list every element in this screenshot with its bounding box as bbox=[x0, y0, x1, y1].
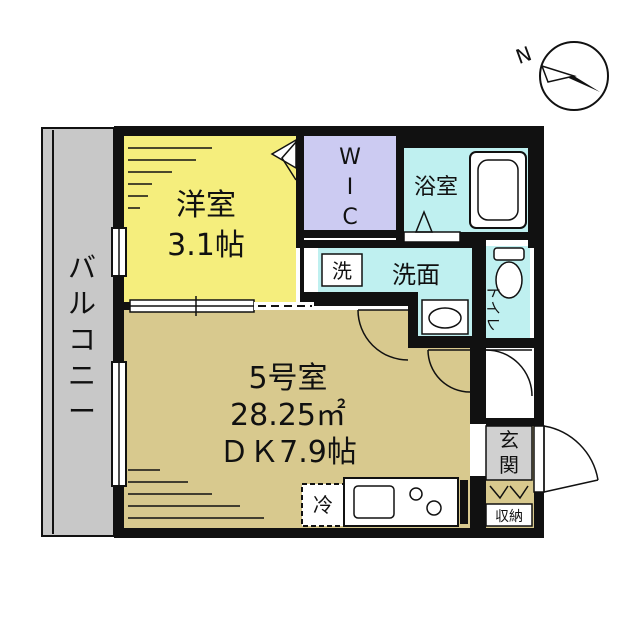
wall-wash-right bbox=[472, 240, 486, 348]
bath-name: 浴室 bbox=[414, 175, 458, 200]
western-room bbox=[124, 136, 296, 302]
entrance-label-box bbox=[485, 425, 533, 481]
wall-toilet-bottom bbox=[486, 338, 534, 348]
wall-bath-bottom bbox=[404, 232, 536, 240]
washer-label: 洗 bbox=[332, 259, 352, 283]
fridge-box bbox=[301, 483, 345, 527]
entrance-char-2: 関 bbox=[499, 453, 519, 477]
closet-corner-western bbox=[281, 141, 297, 181]
fridge-label: 冷 bbox=[313, 493, 333, 517]
balcony-char-3: コ bbox=[68, 323, 96, 356]
compass-needle-light bbox=[540, 64, 577, 83]
wall-wic-right bbox=[396, 136, 404, 240]
kitchen-sink bbox=[353, 485, 395, 519]
balcony-char-1: バ bbox=[68, 251, 96, 284]
storage-box bbox=[485, 503, 533, 527]
door-swing-toilet bbox=[485, 349, 533, 397]
wash-basin-bowl bbox=[428, 307, 462, 329]
washer-box bbox=[321, 253, 363, 287]
kitchen-lines bbox=[128, 469, 264, 519]
storage-label: 収納 bbox=[495, 509, 523, 525]
main-room-name: 5号室 bbox=[248, 361, 327, 396]
wic-letter-i: I bbox=[347, 175, 354, 200]
toilet-char-3: レ bbox=[484, 316, 502, 331]
door-swing-entrance-hall bbox=[427, 349, 471, 393]
door-swing-front bbox=[533, 425, 599, 493]
wall-western-right-lower bbox=[300, 248, 304, 304]
toilet-tank bbox=[493, 247, 525, 261]
kitchen-panel bbox=[460, 480, 468, 524]
washroom-name: 洗面 bbox=[392, 261, 440, 289]
stove-burner-2 bbox=[426, 500, 442, 516]
balcony-char-5: ー bbox=[68, 395, 96, 428]
balcony-char-4: ニ bbox=[68, 359, 96, 392]
wall-top-right bbox=[528, 126, 544, 248]
wall-bath-top bbox=[404, 136, 528, 148]
wic-room bbox=[304, 136, 396, 230]
bath-door-mark bbox=[414, 209, 434, 233]
wall-right-lower bbox=[534, 492, 544, 538]
bath-door bbox=[403, 231, 461, 243]
wic-letter-w: W bbox=[339, 145, 361, 170]
stove-burner-1 bbox=[409, 487, 423, 501]
storage-doors bbox=[489, 485, 529, 500]
wall-entrance-bottom-left bbox=[470, 476, 486, 528]
wall-entrance-top bbox=[486, 418, 534, 426]
western-room-name: 洋室 bbox=[176, 188, 236, 223]
main-room-size: ＤＫ7.9帖 bbox=[219, 435, 357, 470]
compass-north: N bbox=[513, 41, 535, 69]
wall-right bbox=[534, 240, 544, 426]
wall-wash-left bbox=[408, 304, 418, 348]
closet-lines-western bbox=[128, 147, 212, 316]
wall-western-right bbox=[296, 136, 304, 248]
balcony-char-2: ル bbox=[68, 287, 96, 320]
toilet-bowl bbox=[495, 261, 523, 299]
toilet-char-2: イ bbox=[484, 300, 502, 315]
wall-left bbox=[114, 126, 124, 538]
wall-wic-bottom bbox=[304, 230, 404, 238]
toilet-char-1: ト bbox=[484, 284, 502, 299]
western-room-size: 3.1帖 bbox=[167, 228, 245, 263]
wic-letter-c: C bbox=[342, 205, 357, 230]
bathtub-inner bbox=[477, 159, 519, 221]
entrance-char-1: 玄 bbox=[499, 428, 519, 452]
wall-wash-top bbox=[304, 240, 484, 248]
wall-wash-left-top bbox=[304, 292, 418, 306]
wall-entrance-left bbox=[470, 348, 486, 424]
main-room-area: 28.25㎡ bbox=[230, 398, 346, 433]
door-swing-wash bbox=[357, 309, 409, 361]
wall-bottom bbox=[114, 528, 544, 538]
wall-top bbox=[114, 126, 534, 136]
wall-wash-bottom bbox=[408, 336, 472, 348]
